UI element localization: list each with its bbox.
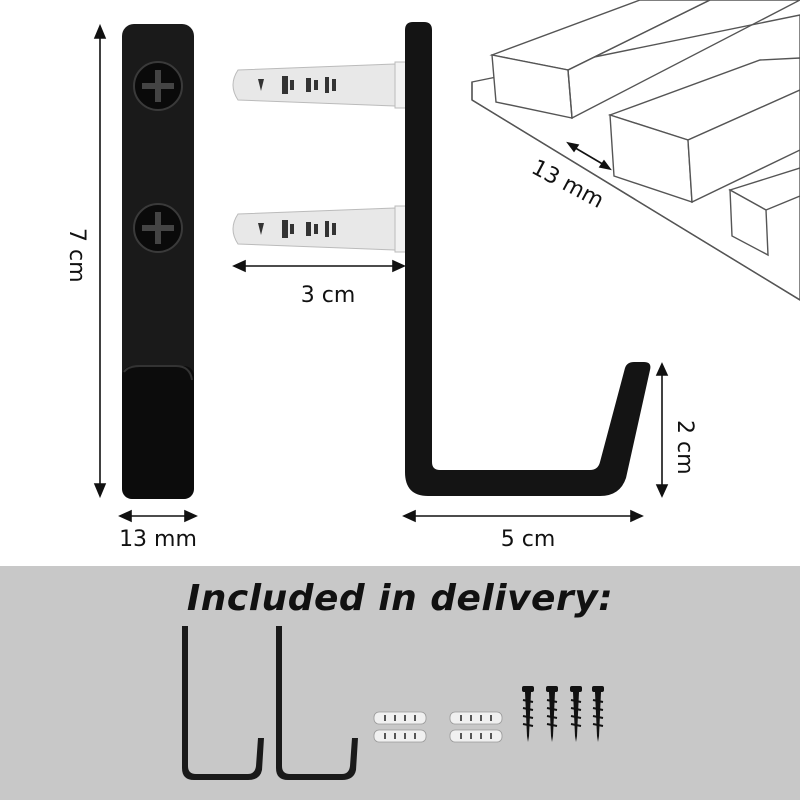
screw-head-top [133, 61, 183, 111]
height-label: 7 cm [64, 228, 89, 283]
screw-icon [546, 686, 558, 742]
hook-icon [182, 626, 264, 780]
hook-side-view [405, 22, 651, 496]
hook-icon [276, 626, 358, 780]
hook-rise-arrow [655, 362, 669, 498]
wall-plug-bottom [232, 205, 409, 253]
wall-plug-icon [449, 711, 503, 743]
screw-icon [522, 686, 534, 742]
depth-arrow [232, 259, 406, 273]
delivery-title: Included in delivery: [186, 578, 614, 619]
screw-icon [570, 686, 582, 742]
height-arrow [93, 23, 107, 499]
screw-head-bottom [133, 203, 183, 253]
screw-icon [592, 686, 604, 742]
wall-plug-top [232, 61, 409, 109]
slat-gap-arrow [566, 141, 612, 171]
width-arrow [118, 509, 198, 523]
width-label: 13 mm [119, 527, 197, 552]
delivery-items [182, 626, 604, 780]
hook-length-arrow [402, 509, 644, 523]
hook-front-view [122, 24, 194, 499]
slatted-wall-icon [471, 0, 800, 301]
wall-plug-icon [373, 711, 427, 743]
depth-label: 3 cm [301, 283, 356, 308]
hook-rise-label: 2 cm [672, 420, 697, 475]
delivery-panel: Included in delivery: [0, 566, 800, 800]
hook-length-label: 5 cm [501, 527, 556, 552]
